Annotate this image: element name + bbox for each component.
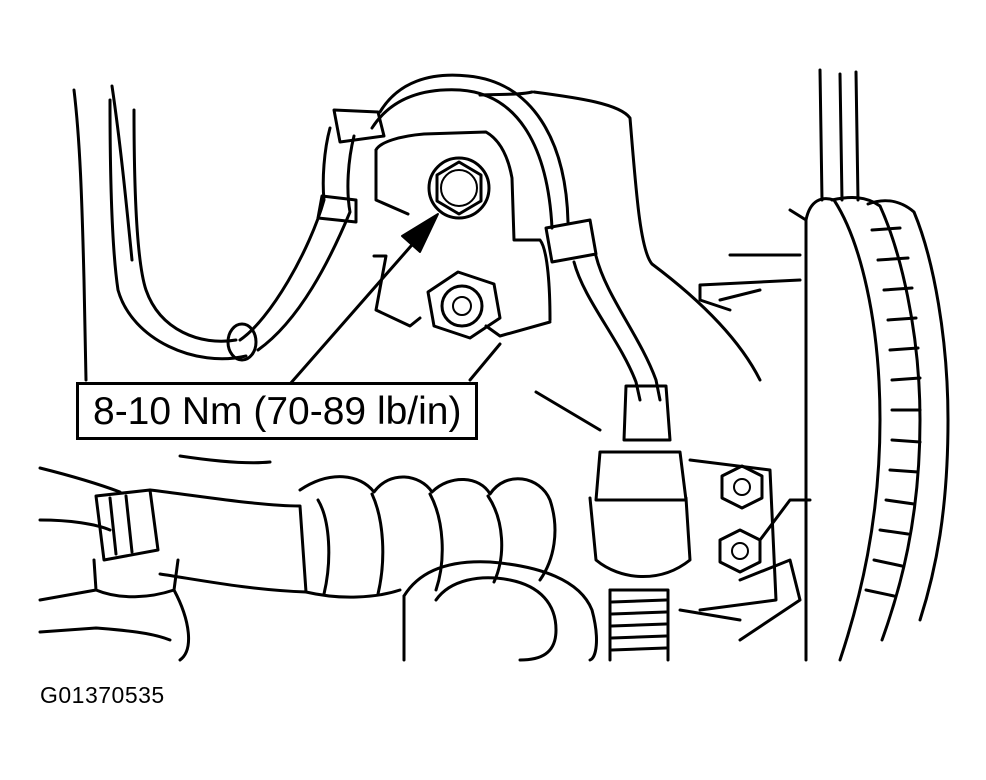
leader-arrow <box>288 213 439 386</box>
brake-hose <box>108 73 662 402</box>
speed-sensor <box>588 384 778 612</box>
torque-spec-text: 8-10 Nm (70-89 lb/in) <box>93 389 462 433</box>
target-bolt-icon <box>427 156 491 220</box>
background-outline <box>72 68 860 382</box>
torque-callout: 8-10 Nm (70-89 lb/in) <box>76 382 479 440</box>
mounting-bracket <box>372 130 602 432</box>
tie-rod-boot <box>38 454 557 599</box>
tie-rod-end <box>38 558 191 662</box>
figure-id: G01370535 <box>40 682 165 708</box>
ball-joint <box>402 560 742 662</box>
lower-nut-icon <box>426 270 502 340</box>
brake-rotor <box>738 196 950 662</box>
sensor-bolt-icon <box>718 464 764 574</box>
